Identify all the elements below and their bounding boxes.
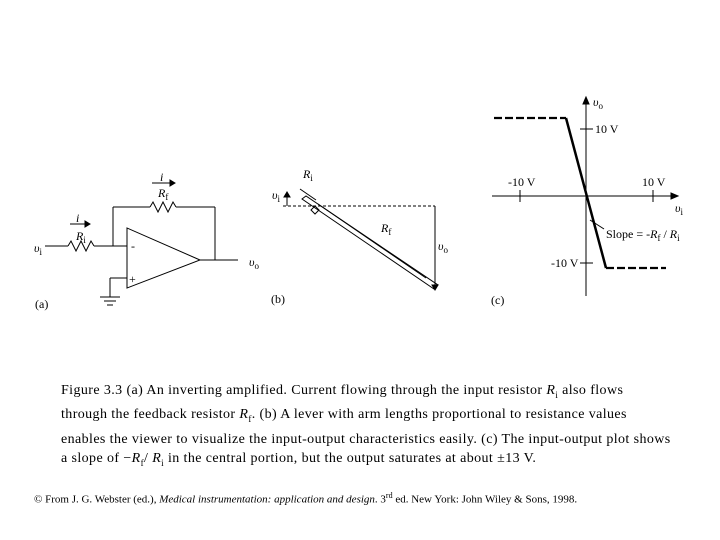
- feedback-resistor-label: Rf: [157, 186, 168, 202]
- tick-label-vi-neg10: -10 V: [508, 175, 536, 189]
- tick-label-vi-pos10: 10 V: [642, 175, 666, 189]
- input-displacement-arrowhead: [283, 191, 291, 198]
- vi-axis-label: υi: [675, 201, 684, 217]
- current-arrowhead-top: [169, 179, 176, 187]
- panel-b-labels: Ri υi Rf υo (b): [271, 167, 449, 306]
- panel-a-labels: i Rf i Ri υi - + υo (a): [34, 170, 260, 311]
- panel-c-plot: [492, 95, 680, 296]
- transfer-curve: [494, 116, 666, 270]
- panel-b-tag: (b): [271, 292, 285, 306]
- lever-pivot: [310, 205, 320, 215]
- figure-caption: Figure 3.3 (a) An inverting amplified. C…: [61, 383, 671, 468]
- panel-c-tag: (c): [491, 293, 504, 307]
- tick-label-vo-pos10: 10 V: [595, 122, 619, 136]
- tick-label-vo-neg10: -10 V: [551, 256, 579, 270]
- source-credit: © From J. G. Webster (ed.), Medical inst…: [34, 491, 578, 506]
- current-arrowhead-left: [84, 220, 91, 228]
- current-label-left: i: [76, 211, 79, 225]
- output-displacement-arrowhead: [431, 284, 439, 291]
- lever-input-label: υi: [272, 188, 281, 204]
- panel-c-labels: υo υi 10 V -10 V 10 V -10 V Slope = -Rf …: [491, 95, 684, 307]
- linear-segment: [564, 117, 608, 269]
- panel-b-lever: [283, 188, 439, 291]
- slope-annotation: Slope = -Rf / Ri: [606, 227, 680, 243]
- current-label-top: i: [160, 170, 163, 184]
- slope-leader: [589, 219, 605, 230]
- noninverting-sign: +: [129, 272, 136, 286]
- input-voltage-label: υi: [34, 241, 43, 257]
- lever-output-arm-label: Rf: [380, 221, 391, 237]
- output-arm-dimension: [317, 203, 427, 279]
- feedback-resistor: [149, 200, 177, 214]
- lever-input-arm-label: Ri: [302, 167, 313, 183]
- vi-axis-arrowhead: [670, 192, 680, 200]
- input-resistor-label: Ri: [75, 229, 86, 245]
- panel-a-circuit: [45, 179, 238, 306]
- input-arm-dimension: [299, 188, 317, 201]
- lever-output-label: υo: [438, 239, 449, 255]
- vo-axis-label: υo: [593, 95, 604, 111]
- input-resistor: [67, 239, 95, 253]
- output-voltage-label: υo: [249, 255, 260, 271]
- op-amp-triangle: [126, 227, 202, 289]
- lever-bar: [301, 195, 439, 290]
- inverting-sign: -: [131, 239, 135, 253]
- vo-axis-arrowhead: [582, 95, 590, 105]
- panel-a-tag: (a): [35, 297, 48, 311]
